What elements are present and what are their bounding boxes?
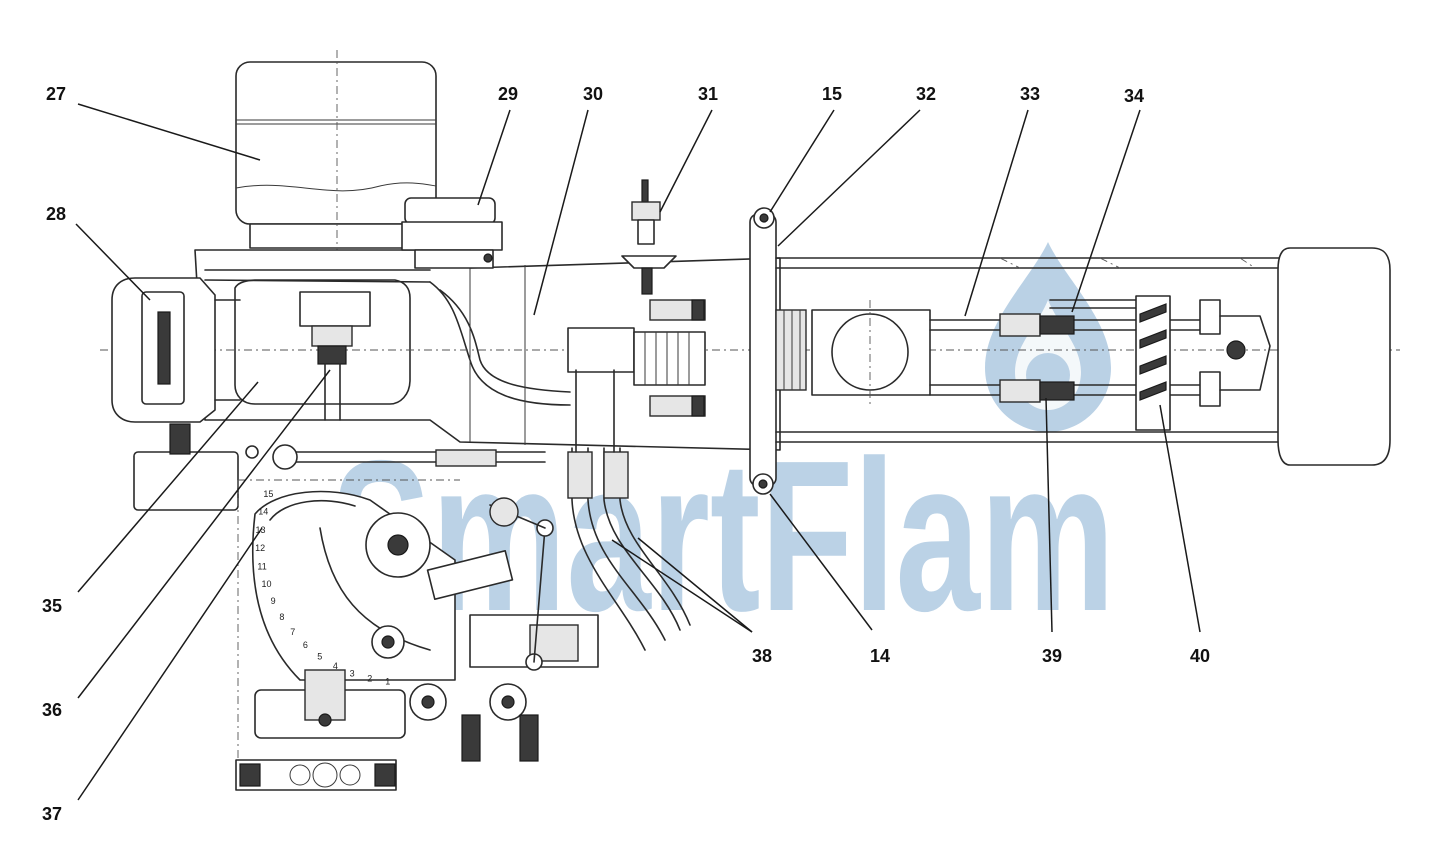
leader-36 [77, 369, 331, 699]
leader-33 [964, 109, 1029, 317]
dial-scale-mark: 4 [333, 661, 338, 671]
shaft-coupling [299, 291, 371, 421]
callouts: 27 28 29 30 31 15 32 33 34 35 36 37 [42, 84, 1210, 824]
callout-28: 28 [46, 204, 66, 224]
motor [235, 50, 437, 400]
gas-pump [235, 669, 406, 791]
leader-40 [1159, 404, 1201, 633]
leader-29 [477, 109, 511, 206]
mounting-flange [749, 207, 807, 495]
dial-scale-mark: 15 [263, 489, 273, 499]
callout-38: 38 [752, 646, 772, 666]
callout-37: 37 [42, 804, 62, 824]
dial-scale-mark: 8 [279, 612, 284, 622]
dial-scale-mark: 10 [261, 579, 271, 589]
ignition-transformer [401, 197, 503, 269]
dial-scale-mark: 11 [257, 561, 266, 571]
leader-34 [1071, 109, 1141, 313]
leader-32 [777, 109, 921, 247]
fuel-hoses [567, 369, 691, 651]
dial-scale-mark: 6 [303, 640, 308, 650]
leader-30 [533, 109, 589, 316]
blast-tube [775, 257, 1281, 443]
bellows [567, 299, 706, 417]
adjustment-dial [251, 490, 514, 681]
leader-27 [77, 103, 261, 161]
callout-31: 31 [698, 84, 718, 104]
dial-scale-mark: 14 [258, 507, 268, 517]
dial-scale-mark: 7 [290, 627, 295, 637]
callout-32: 32 [916, 84, 936, 104]
callout-39: 39 [1042, 646, 1062, 666]
left-bearing-housing [111, 277, 241, 423]
callout-29: 29 [498, 84, 518, 104]
leader-28 [75, 223, 151, 301]
callout-14: 14 [870, 646, 890, 666]
dial-scale-mark: 3 [350, 669, 355, 679]
callout-15: 15 [822, 84, 842, 104]
callout-33: 33 [1020, 84, 1040, 104]
leader-35 [77, 381, 259, 593]
leader-38a [611, 539, 753, 633]
leader-31 [659, 109, 713, 213]
dial-scale-mark: 5 [317, 652, 322, 662]
leader-38b [637, 537, 753, 633]
callout-34: 34 [1124, 86, 1144, 106]
dial-scale-mark: 12 [255, 543, 265, 553]
leader-15 [769, 109, 835, 213]
control-valves [409, 497, 599, 762]
dial-scale-mark: 1 [385, 677, 390, 687]
callout-36: 36 [42, 700, 62, 720]
callout-30: 30 [583, 84, 603, 104]
nozzle-cap [1277, 247, 1391, 466]
callout-35: 35 [42, 596, 62, 616]
dial-scale-mark: 2 [367, 674, 372, 684]
watermark-logo-icon [985, 242, 1111, 432]
top-valve [621, 179, 677, 295]
callout-27: 27 [46, 84, 66, 104]
leader-37 [77, 527, 263, 801]
leader-39 [1045, 397, 1053, 633]
linkage-rod [245, 444, 546, 470]
leader-14 [769, 493, 873, 631]
dial-scale-mark: 9 [271, 596, 276, 606]
callout-40: 40 [1190, 646, 1210, 666]
